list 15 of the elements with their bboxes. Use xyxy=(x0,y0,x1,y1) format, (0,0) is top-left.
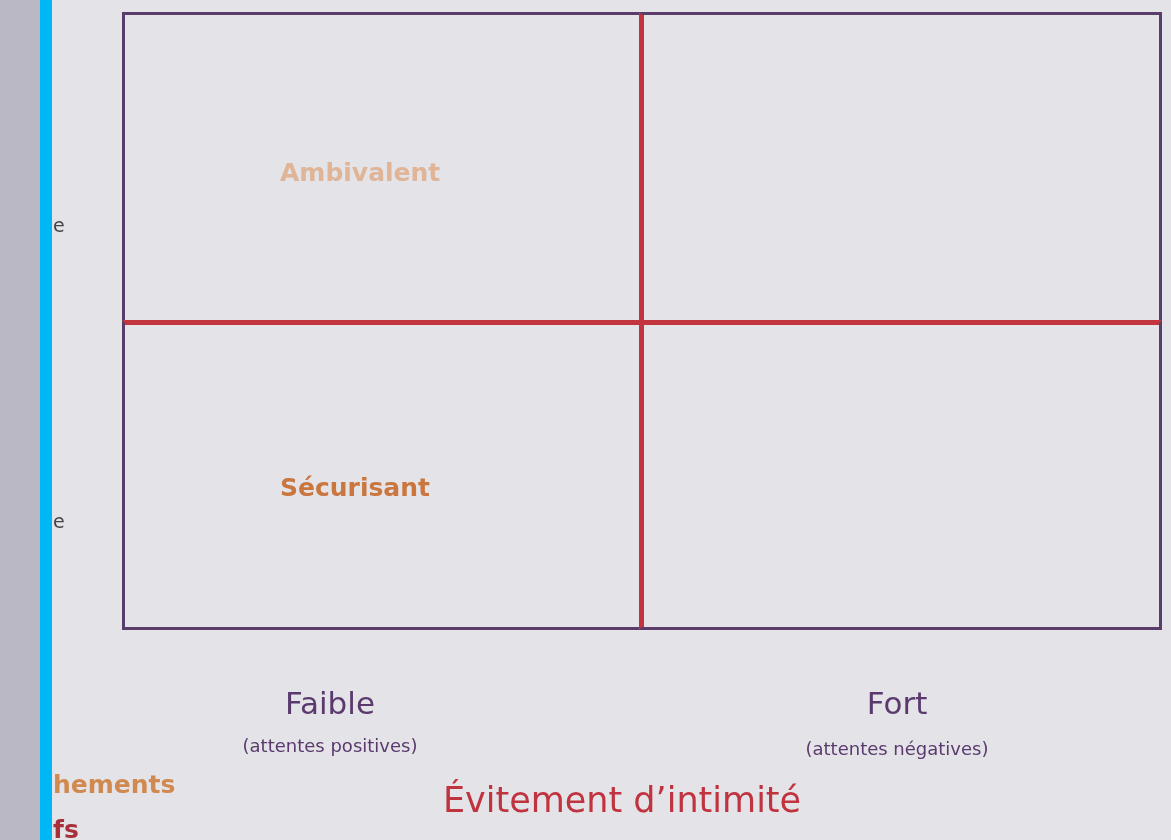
quadrant xyxy=(639,320,1162,630)
axis-level-label: Fort xyxy=(866,685,928,721)
quadrant-title: Sécurisant xyxy=(280,473,430,502)
axis-title-fragment: fs xyxy=(53,815,79,840)
quadrant xyxy=(639,12,1162,325)
quadrant xyxy=(122,320,644,630)
axis-label-fragment: e xyxy=(53,214,65,236)
axis-title: Évitement d’intimité xyxy=(442,780,802,820)
axis-level-note: (attentes négatives) xyxy=(805,738,989,759)
quadrant xyxy=(122,12,644,325)
axis-label-fragment: e xyxy=(53,510,65,532)
axis-title-fragment: hements xyxy=(53,770,176,799)
quadrant-title: Ambivalent xyxy=(280,158,441,187)
axis-level-note: (attentes positives) xyxy=(242,735,418,756)
axis-level-label: Faible xyxy=(285,685,375,721)
